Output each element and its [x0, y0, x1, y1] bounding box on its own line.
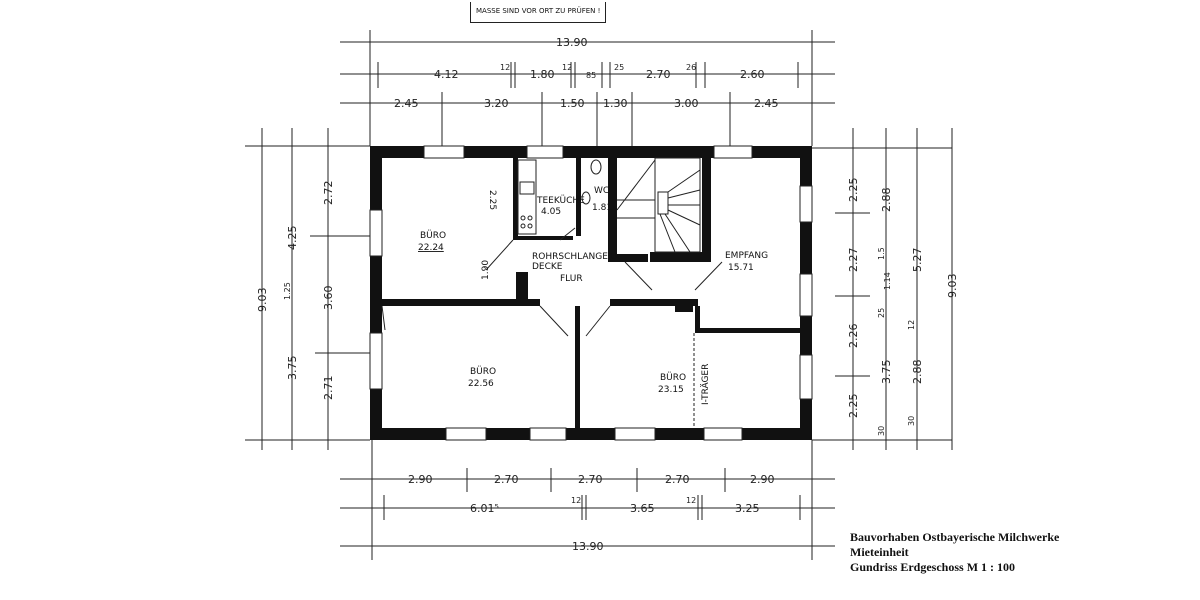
- dimension-label: 3.60: [322, 286, 335, 311]
- project-title: Bauvorhaben Ostbayerische Milchwerke: [850, 530, 1060, 544]
- room-area: 4.05: [541, 207, 561, 217]
- staircase: [616, 157, 701, 253]
- dimension-label: 3.75: [286, 356, 299, 381]
- room-name: WC: [594, 186, 609, 196]
- dimension-label: 2.45: [394, 97, 419, 110]
- dimension-label: 1.80: [530, 68, 555, 81]
- dimension-label: 4.25: [286, 226, 299, 251]
- room-name: TEEKÜCHE: [536, 195, 585, 206]
- dimension-label: 1.30: [603, 97, 628, 110]
- dimension-label: 2.26: [847, 324, 860, 349]
- room-name: FLUR: [560, 274, 583, 284]
- windows: [369, 145, 813, 441]
- window: [526, 145, 564, 159]
- dimension-label: 5.27: [911, 248, 924, 273]
- dimension-label: 4.12: [434, 68, 459, 81]
- window: [713, 145, 753, 159]
- dimension-label: 12: [500, 63, 510, 72]
- dimension-label: 2.90: [408, 473, 433, 486]
- kitchen-fittings: [517, 159, 602, 235]
- dimension-label: 1.14: [883, 272, 892, 290]
- dimension-label: 12: [907, 320, 916, 330]
- title-block: Bauvorhaben Ostbayerische Milchwerke Mie…: [850, 530, 1059, 575]
- dimension-label: 1.5: [877, 247, 886, 260]
- dimension-label: 2.27: [847, 248, 860, 273]
- doors: [381, 227, 723, 337]
- dimension-label: 2.60: [740, 68, 765, 81]
- dimension-label: 2.45: [754, 97, 779, 110]
- room-name: BÜRO: [420, 230, 446, 241]
- dimension-label: 3.20: [484, 97, 509, 110]
- window: [799, 185, 813, 223]
- flur-note: ROHRSCHLANGE U.: [532, 252, 620, 262]
- dimension-label: 2.25: [847, 394, 860, 419]
- walls: [370, 146, 812, 440]
- dimension-label: 2.71: [322, 376, 335, 401]
- dimension-lines: [245, 30, 953, 560]
- window: [423, 145, 465, 159]
- dimension-label: 2.88: [880, 188, 893, 213]
- inner-dim: 2.25: [487, 190, 497, 210]
- dimension-label: 2.70: [646, 68, 671, 81]
- dimension-label: 12: [686, 496, 696, 505]
- dimension-label: 12: [562, 63, 572, 72]
- room-area: 22.56: [468, 379, 494, 389]
- dimension-label: 30: [877, 426, 886, 436]
- dimension-label: 3.75: [880, 360, 893, 385]
- dimension-label: 2.70: [665, 473, 690, 486]
- dimension-label: 2.25: [847, 178, 860, 203]
- window: [529, 427, 567, 441]
- dimension-label: 12: [571, 496, 581, 505]
- room-area: 15.71: [728, 263, 754, 273]
- dimension-label: 9.03: [946, 274, 959, 299]
- dimension-label: 25: [614, 63, 624, 72]
- site-check-note: MASSE SIND VOR ORT ZU PRÜFEN !: [470, 2, 607, 23]
- window: [369, 209, 383, 257]
- dimension-label: 3.25: [735, 502, 760, 515]
- room-name: BÜRO: [470, 366, 496, 377]
- dimension-labels: 13.90 4.12 12 1.80 12 85 25 2.70 26 2.60…: [256, 36, 959, 553]
- dimension-label: 3.00: [674, 97, 699, 110]
- window: [445, 427, 487, 441]
- dimension-label: 6.01⁵: [470, 502, 499, 515]
- beam-label: I-TRÄGER: [700, 364, 711, 405]
- dimension-label: 26: [686, 63, 696, 72]
- dimension-label: 9.03: [256, 288, 269, 313]
- window: [703, 427, 743, 441]
- inner-dim: 1.90: [481, 260, 491, 280]
- dimension-label: 2.90: [750, 473, 775, 486]
- drawing-title: Gundriss Erdgeschoss M 1 : 100: [850, 560, 1016, 574]
- dimension-label: 2.70: [578, 473, 603, 486]
- room-name: EMPFANG: [725, 251, 768, 261]
- dimension-label: 13.90: [572, 540, 604, 553]
- unit-label: Mieteinheit: [850, 545, 909, 559]
- flur-note: DECKE: [532, 262, 563, 272]
- dimension-label: 30: [907, 416, 916, 426]
- dimension-label: 2.88: [911, 360, 924, 385]
- room-area: 22.24: [418, 243, 444, 253]
- dimension-label: 2.70: [494, 473, 519, 486]
- window: [799, 354, 813, 400]
- window: [369, 332, 383, 390]
- window: [799, 273, 813, 317]
- dimension-label: 85: [586, 71, 596, 80]
- room-area: 1.81: [592, 203, 612, 213]
- dimension-label: 3.65: [630, 502, 655, 515]
- room-name: BÜRO: [660, 372, 686, 383]
- dimension-label: 1.25: [283, 282, 292, 300]
- dimension-label: 25: [877, 308, 886, 318]
- dimension-label: 13.90: [556, 36, 588, 49]
- window: [614, 427, 656, 441]
- dimension-label: 1.50: [560, 97, 585, 110]
- room-labels: BÜRO 22.24 TEEKÜCHE 4.05 WC 1.81 EMPFANG…: [418, 186, 768, 405]
- room-area: 23.15: [658, 385, 684, 395]
- dimension-label: 2.72: [322, 181, 335, 206]
